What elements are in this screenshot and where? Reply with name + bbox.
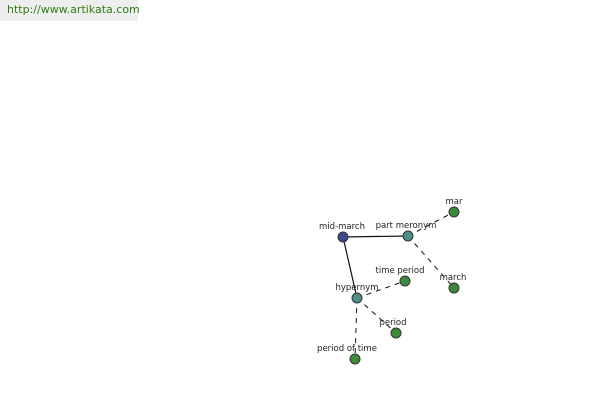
node-march-marker[interactable] xyxy=(448,282,460,294)
node-time-period[interactable]: time period xyxy=(376,266,425,287)
graph-edges xyxy=(342,211,455,360)
node-time-period-marker[interactable] xyxy=(399,275,411,287)
edge-part-meronym-to-march xyxy=(407,235,455,289)
node-mar[interactable]: mar xyxy=(446,197,463,218)
edge-mid-march-to-part-meronym xyxy=(342,235,409,238)
node-period-of-time-label: period of time xyxy=(317,344,377,354)
node-hypernym-marker[interactable] xyxy=(351,292,363,304)
site-url-label[interactable]: http://www.artikata.com xyxy=(0,0,140,21)
node-hypernym[interactable]: hypernym xyxy=(335,283,379,304)
edge-hypernym-to-period-of-time xyxy=(354,297,358,360)
node-time-period-label: time period xyxy=(376,266,425,276)
node-period-of-time[interactable]: period of time xyxy=(317,344,377,365)
graph-nodes: mid-march part meronym hypernym mar march tim… xyxy=(317,197,467,365)
node-period-label: period xyxy=(379,318,406,328)
node-part-meronym-label: part meronym xyxy=(376,221,437,231)
edge-hypernym-to-time-period xyxy=(356,280,406,299)
node-part-meronym[interactable]: part meronym xyxy=(376,221,437,242)
node-march-label: march xyxy=(440,273,467,283)
edge-part-meronym-to-mar xyxy=(407,211,455,237)
node-mid-march-marker[interactable] xyxy=(337,231,349,243)
node-period-of-time-marker[interactable] xyxy=(349,353,361,365)
node-march[interactable]: march xyxy=(440,273,467,294)
node-hypernym-label: hypernym xyxy=(335,283,378,293)
node-period[interactable]: period xyxy=(379,318,407,339)
edge-mid-march-to-hypernym xyxy=(342,236,358,299)
edge-hypernym-to-period xyxy=(356,297,397,334)
node-mar-label: mar xyxy=(446,197,463,207)
node-mid-march[interactable]: mid-march xyxy=(319,222,365,243)
node-mar-marker[interactable] xyxy=(448,206,460,218)
node-mid-march-label: mid-march xyxy=(319,222,365,232)
node-part-meronym-marker[interactable] xyxy=(402,230,414,242)
node-period-marker[interactable] xyxy=(390,327,402,339)
